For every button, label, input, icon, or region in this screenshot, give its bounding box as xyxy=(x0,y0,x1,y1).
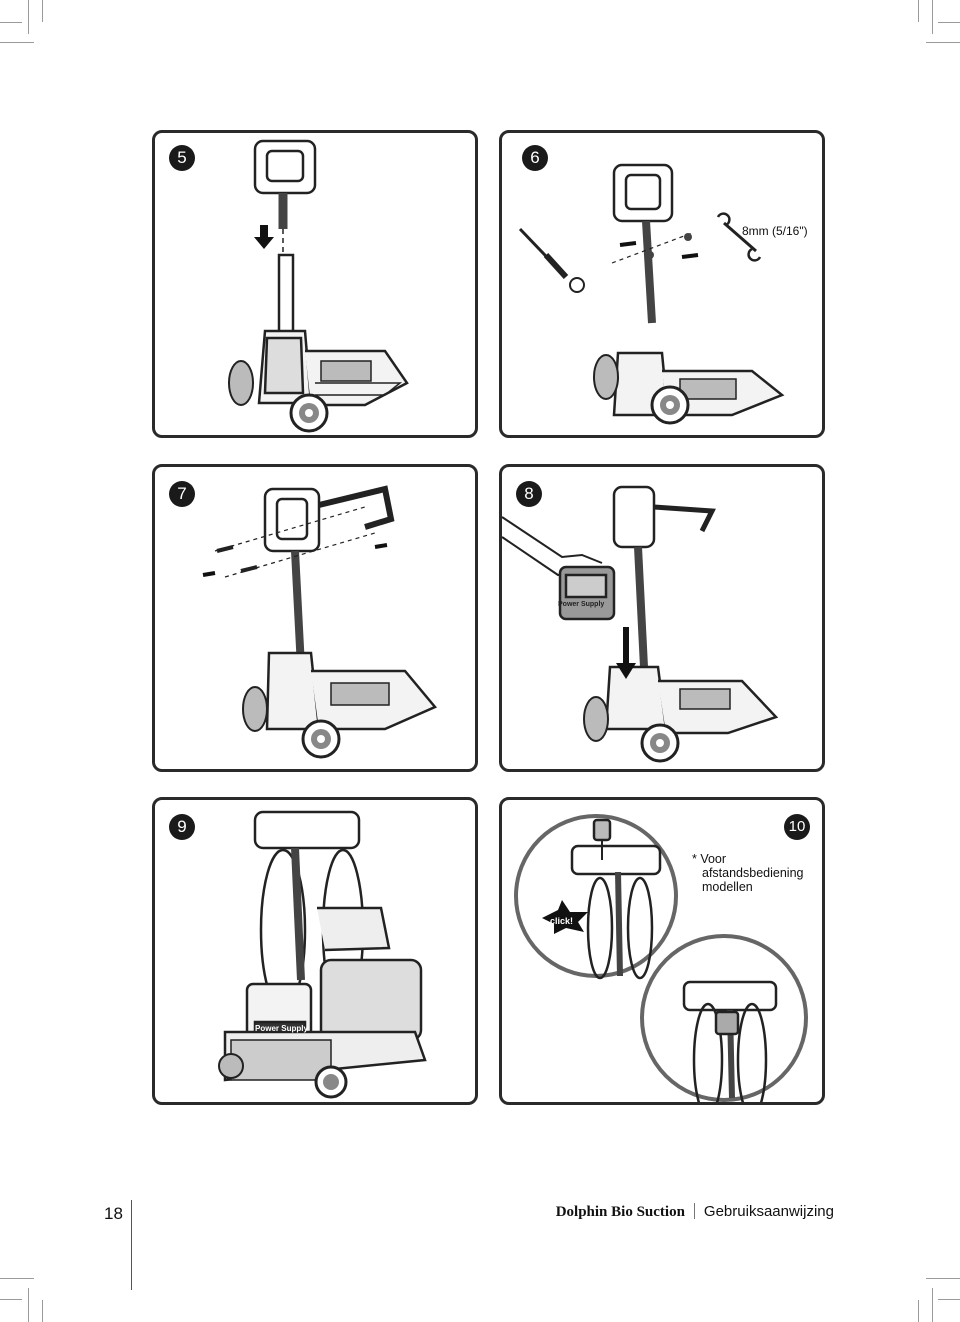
remote-models-note: * Voor afstandsbediening modellen xyxy=(692,852,803,894)
crop-mark xyxy=(926,1278,960,1279)
note-line: * Voor xyxy=(692,852,727,866)
note-line: afstandsbediening xyxy=(702,866,804,880)
step-8-panel: 8 Power Supply xyxy=(499,464,825,772)
step-number: 8 xyxy=(516,481,542,507)
step-number: 9 xyxy=(169,814,195,840)
handle-screw-tighten-illustration xyxy=(518,163,785,425)
step-5-panel: 5 xyxy=(152,130,478,438)
section-name: Gebruiksaanwijzing xyxy=(703,1203,834,1220)
crop-mark xyxy=(918,0,919,22)
crop-mark xyxy=(918,1300,919,1322)
crop-mark xyxy=(926,42,960,43)
handle-extension-assembly-illustration xyxy=(202,485,438,759)
page-number: 18 xyxy=(104,1204,123,1223)
crop-mark xyxy=(932,0,933,34)
step-10-panel: 10 click! * Voor afstandsbediening model… xyxy=(499,797,825,1105)
footer-divider xyxy=(131,1200,132,1290)
step-6-panel: 6 8mm (5/16") xyxy=(499,130,825,438)
crop-mark xyxy=(938,1299,960,1300)
power-supply-label: Power Supply xyxy=(558,601,605,608)
product-name: Dolphin Bio Suction xyxy=(555,1204,685,1220)
step-number: 10 xyxy=(784,814,810,840)
power-supply-label: Power Supply xyxy=(255,1024,308,1033)
wrench-size-label: 8mm (5/16") xyxy=(742,224,808,238)
crop-mark xyxy=(0,22,22,23)
title-separator xyxy=(693,1203,695,1219)
crop-mark xyxy=(932,1288,933,1322)
click-label: click! xyxy=(550,916,574,926)
step-number: 6 xyxy=(522,145,548,171)
crop-mark xyxy=(42,1300,43,1322)
step-7-panel: 7 xyxy=(152,464,478,772)
step-9-panel: 9 Power Supply xyxy=(152,797,478,1105)
crop-mark xyxy=(0,1278,34,1279)
step-number: 5 xyxy=(169,145,195,171)
crop-mark xyxy=(28,1288,29,1322)
crop-mark xyxy=(0,1299,22,1300)
note-line: modellen xyxy=(702,880,753,894)
caddy-handle-insert-illustration xyxy=(228,139,409,433)
loaded-caddy-with-robot-illustration xyxy=(218,810,427,1099)
power-supply-mount-illustration xyxy=(502,485,779,763)
crop-mark xyxy=(938,22,960,23)
crop-mark xyxy=(28,0,29,34)
remote-control-holder-illustration xyxy=(514,814,808,1102)
crop-mark xyxy=(0,42,34,43)
footer-title: Dolphin Bio Suction Gebruiksaanwijzing xyxy=(556,1203,834,1221)
step-number: 7 xyxy=(169,481,195,507)
crop-mark xyxy=(42,0,43,22)
